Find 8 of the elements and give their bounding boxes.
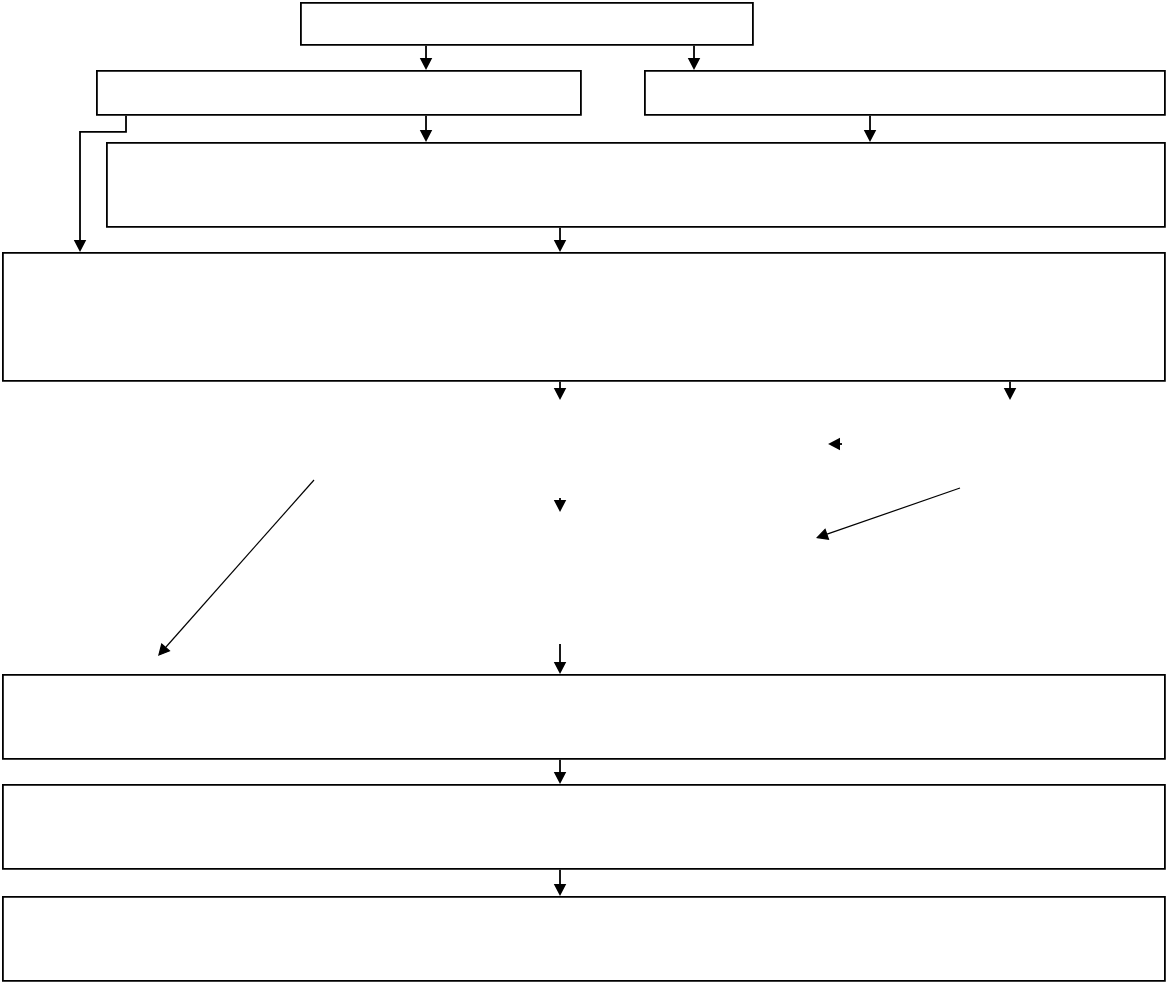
process-box	[2, 674, 1166, 760]
process-box	[644, 70, 1166, 116]
process-box	[96, 70, 582, 116]
process-box	[2, 784, 1166, 870]
process-box	[2, 896, 1166, 982]
process-box	[300, 2, 754, 46]
process-box	[106, 142, 1166, 228]
process-box	[2, 252, 1166, 382]
